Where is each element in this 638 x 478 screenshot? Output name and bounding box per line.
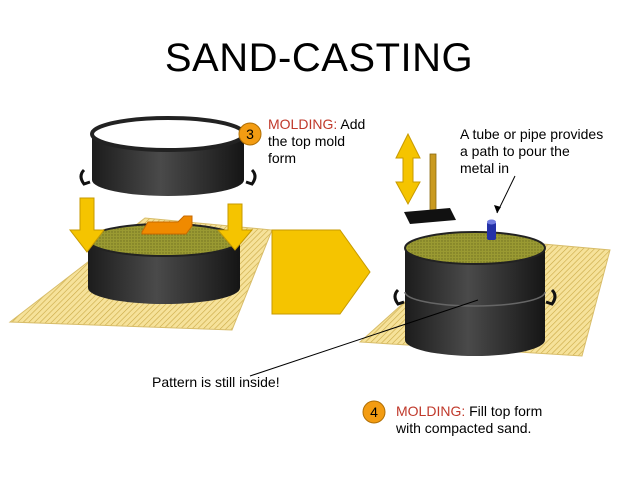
pattern-note: Pattern is still inside! [152, 374, 280, 390]
step3-number: 3 [246, 126, 254, 142]
step4-number: 4 [370, 404, 378, 420]
tube-note-line3: metal in [460, 160, 510, 176]
down-arrow-left [68, 197, 106, 253]
step3-line2: the top mold [268, 133, 346, 149]
step4-keyword: MOLDING: [396, 403, 466, 419]
pattern-callout-line [249, 299, 479, 377]
step3-badge: 3 [238, 122, 262, 146]
pour-tube-icon [487, 219, 496, 240]
step4-badge: 4 [362, 400, 386, 424]
tube-note: A tube or pipe provides a path to pour t… [460, 126, 635, 177]
sprue-pin-with-plate [404, 153, 456, 224]
process-arrow [271, 229, 371, 315]
tube-callout-arrow [494, 175, 516, 214]
step3-line1: Add [337, 116, 366, 132]
down-arrow-right [216, 203, 254, 251]
up-down-arrow [395, 132, 421, 206]
tube-note-line2: a path to pour the [460, 143, 570, 159]
step3-line3: form [268, 150, 296, 166]
bottom-flask-left [87, 223, 241, 304]
tube-note-line1: A tube or pipe provides [460, 126, 604, 142]
step3-caption: MOLDING: Add the top mold form [268, 116, 398, 167]
step4-line1: Fill top form [465, 403, 543, 419]
pattern-block [141, 215, 193, 235]
step4-line2: with compacted sand. [396, 420, 532, 436]
top-flask-left [79, 116, 257, 196]
step4-caption: MOLDING: Fill top form with compacted sa… [396, 403, 596, 437]
step3-keyword: MOLDING: [268, 116, 338, 132]
slide-title: SAND-CASTING [164, 36, 474, 80]
assembled-mold-right [393, 231, 557, 356]
